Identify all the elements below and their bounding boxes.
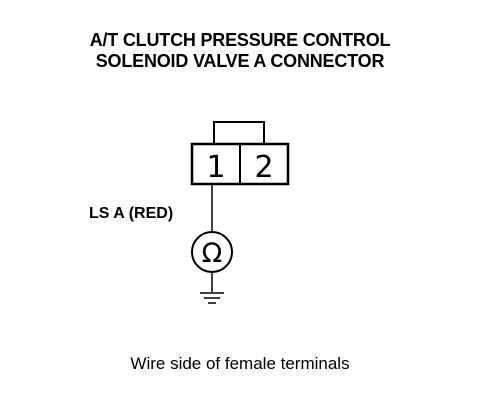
diagram-caption: Wire side of female terminals (130, 354, 350, 373)
title-line-2: SOLENOID VALVE A CONNECTOR (95, 51, 385, 71)
diagram-title: A/T CLUTCH PRESSURE CONTROL SOLENOID VAL… (0, 30, 480, 72)
ohm-symbol: Ω (202, 238, 223, 269)
ground-icon (200, 292, 224, 304)
terminal-1-label: 1 (206, 150, 225, 185)
title-line-1: A/T CLUTCH PRESSURE CONTROL (89, 30, 391, 50)
terminal-2-label: 2 (254, 150, 273, 185)
connector-lock-tab (213, 121, 265, 146)
wire-label: LS A (RED) (89, 205, 173, 222)
